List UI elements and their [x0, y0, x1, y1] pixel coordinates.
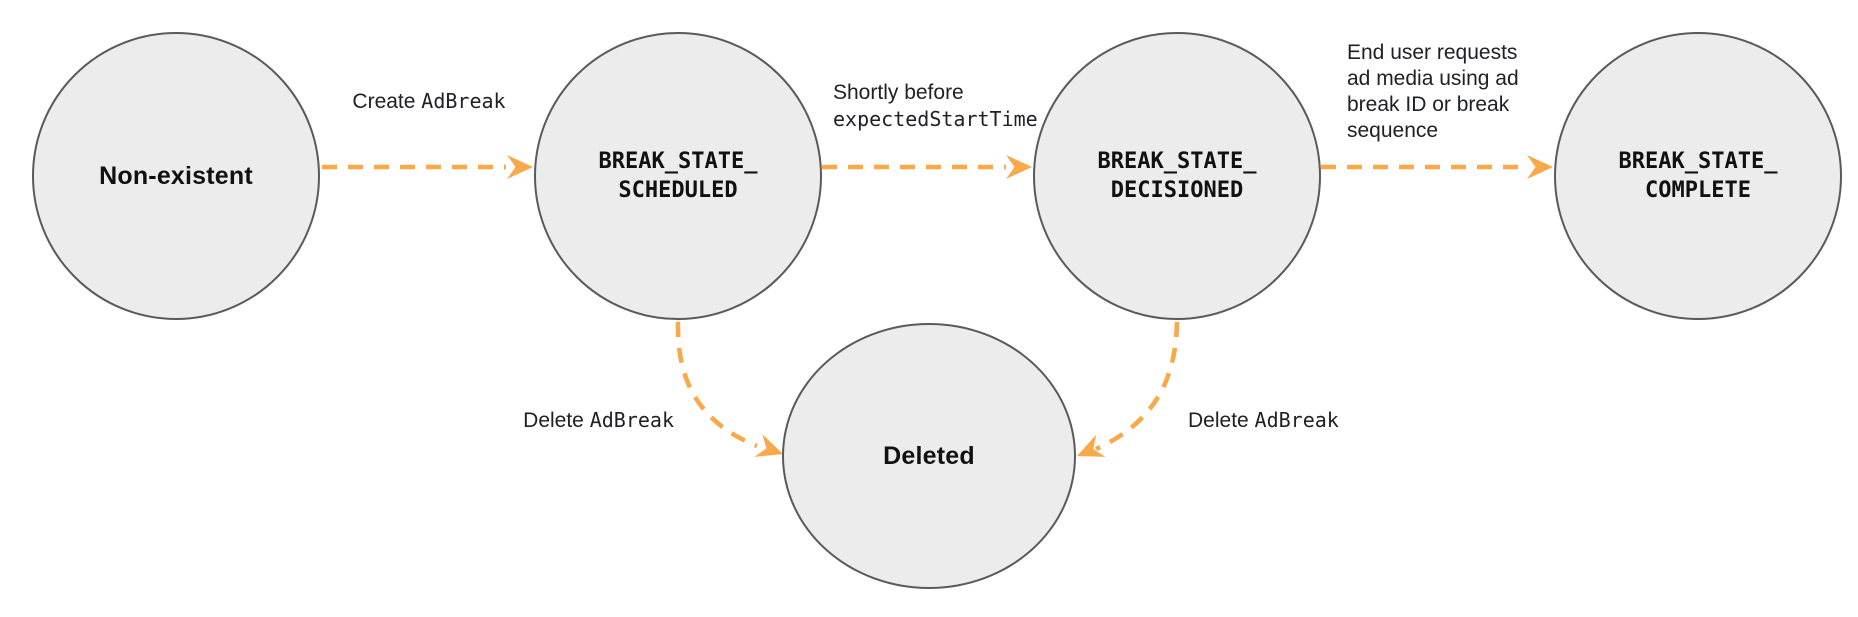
edge-label-create-adbreak: Create AdBreak [352, 89, 506, 113]
state-node-deleted: Deleted [782, 323, 1076, 589]
edge-shortly-before-expectedstarttime [822, 155, 1032, 179]
edge-create-adbreak [322, 155, 533, 179]
arrowhead-icon [1077, 434, 1106, 457]
state-label-deleted: Deleted [883, 441, 975, 470]
arrowhead-icon [754, 434, 783, 457]
edge-end-user-requests-ad-media [1321, 155, 1553, 179]
edge-delete-adbreak-right [1077, 321, 1180, 457]
state-node-break-state-decisioned: BREAK_STATE_ DECISIONED [1033, 32, 1321, 320]
state-label-break-state-decisioned: BREAK_STATE_ DECISIONED [1097, 148, 1257, 203]
edge-label-delete-adbreak-right: Delete AdBreak [1188, 408, 1339, 432]
state-label-break-state-complete: BREAK_STATE_ COMPLETE [1618, 148, 1778, 203]
edge-delete-adbreak-left [675, 321, 783, 457]
edge-label-delete-adbreak-left: Delete AdBreak [523, 408, 674, 432]
state-label-non-existent: Non-existent [99, 161, 253, 190]
state-node-break-state-complete: BREAK_STATE_ COMPLETE [1554, 32, 1842, 320]
state-node-break-state-scheduled: BREAK_STATE_ SCHEDULED [534, 32, 822, 320]
edge-label-end-user-requests: End user requests ad media using ad brea… [1347, 41, 1519, 142]
edge-label-shortly-before: Shortly before expectedStartTime [833, 81, 1038, 131]
state-label-break-state-scheduled: BREAK_STATE_ SCHEDULED [598, 148, 758, 203]
state-node-non-existent: Non-existent [32, 32, 320, 320]
arrowhead-icon [1527, 155, 1553, 179]
arrowhead-icon [1006, 155, 1032, 179]
arrowhead-icon [507, 155, 533, 179]
